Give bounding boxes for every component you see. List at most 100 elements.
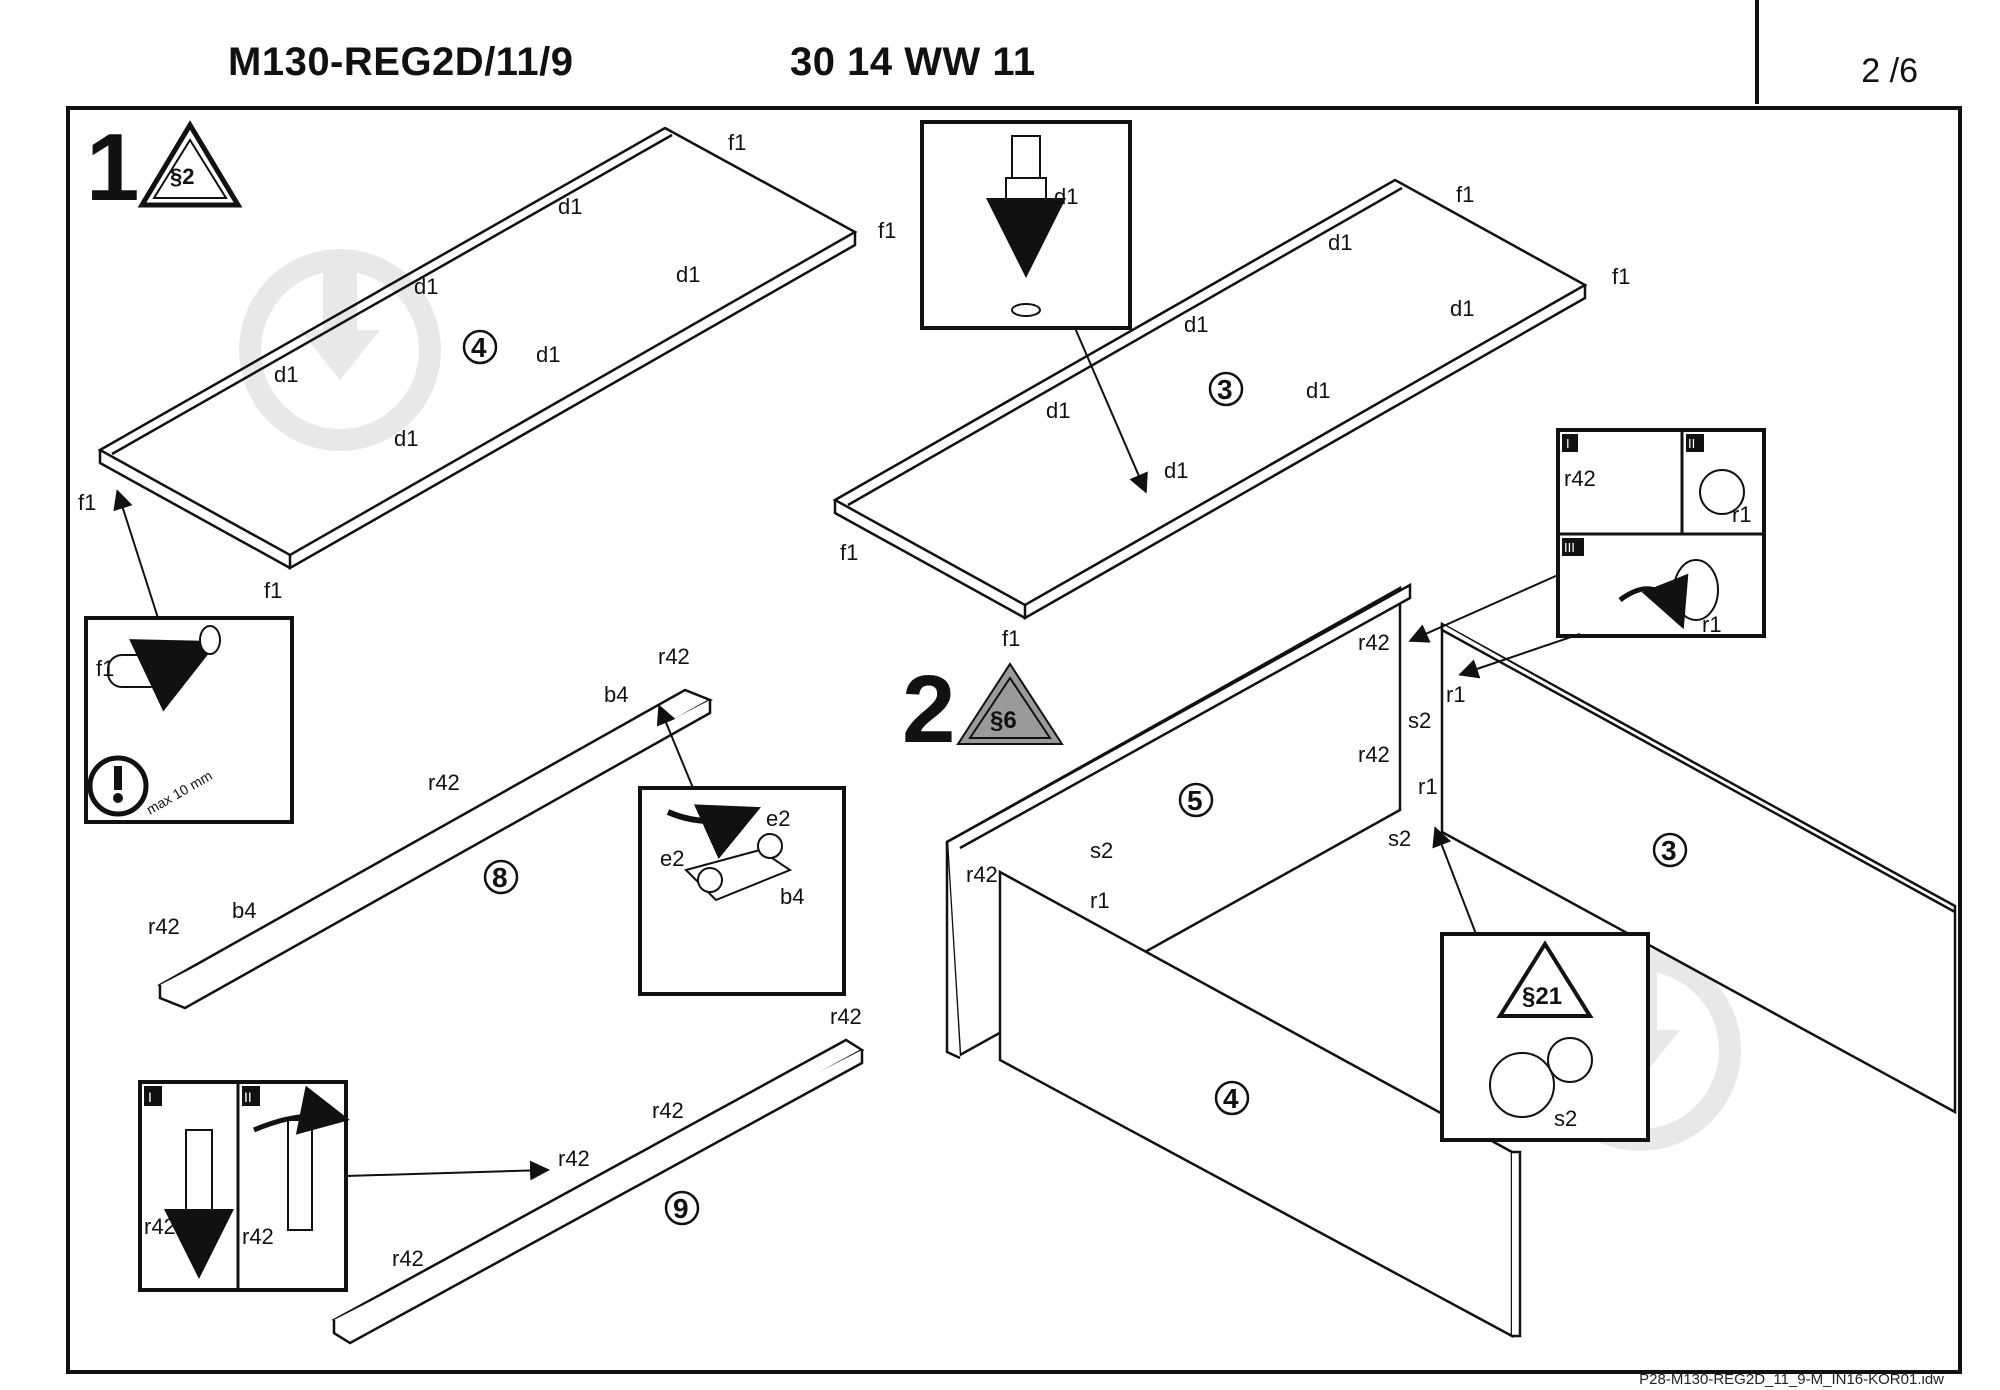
svg-text:b4: b4 xyxy=(604,682,628,707)
svg-text:d1: d1 xyxy=(1328,230,1352,255)
svg-text:s2: s2 xyxy=(1408,708,1431,733)
page-number: 2 /6 xyxy=(1861,52,1918,90)
part-4-marker-top xyxy=(462,329,498,365)
svg-text:d1: d1 xyxy=(676,262,700,287)
svg-text:f1: f1 xyxy=(78,490,96,515)
svg-text:r1: r1 xyxy=(1090,888,1110,913)
svg-text:r42: r42 xyxy=(1358,630,1390,655)
svg-text:e2: e2 xyxy=(660,846,684,871)
part-3-label-bottom: 3 xyxy=(1661,835,1677,866)
svg-text:d1: d1 xyxy=(274,362,298,387)
svg-text:I: I xyxy=(148,1089,152,1105)
part-3-marker-top xyxy=(1208,371,1244,407)
svg-text:f1: f1 xyxy=(728,130,746,155)
svg-text:r42: r42 xyxy=(652,1098,684,1123)
detail-box-cap-s2: §21 s2 xyxy=(1440,932,1650,1142)
svg-text:b4: b4 xyxy=(232,898,256,923)
svg-text:f1: f1 xyxy=(264,578,282,603)
part-4-label-bottom: 4 xyxy=(1223,1083,1239,1114)
svg-text:d1: d1 xyxy=(1450,296,1474,321)
part-5-label: 5 xyxy=(1187,785,1203,816)
svg-text:r42: r42 xyxy=(144,1214,176,1239)
svg-text:§2: §2 xyxy=(170,164,194,189)
step-2-fitting-labels: r42 r1 s2 r42 r1 s2 r42 s2 r1 xyxy=(966,630,1466,913)
step-1-badge: §2 xyxy=(137,120,243,208)
watermark-left xyxy=(239,249,441,451)
svg-text:d1: d1 xyxy=(1306,378,1330,403)
panel-3-top xyxy=(832,178,1588,621)
part-8-label: 8 xyxy=(492,862,508,893)
model-code: M130-REG2D/11/9 xyxy=(228,40,574,84)
leader-b4 xyxy=(656,704,694,789)
svg-text:f1: f1 xyxy=(96,656,114,681)
svg-text:d1: d1 xyxy=(414,274,438,299)
part-3-label-top: 3 xyxy=(1217,374,1233,405)
part-9-label: 9 xyxy=(673,1193,689,1224)
leader-s2 xyxy=(1432,826,1477,935)
svg-text:II: II xyxy=(244,1089,252,1105)
svg-text:s2: s2 xyxy=(1554,1106,1577,1131)
svg-text:r42: r42 xyxy=(1358,742,1390,767)
detail-box-dowel-f1: f1 max 10 mm xyxy=(84,616,294,824)
detail-box-r42: I II r42 r42 xyxy=(138,1080,350,1292)
svg-text:d1: d1 xyxy=(394,426,418,451)
step-1-fitting-labels: f1 f1 f1 f1 d1 d1 d1 d1 d1 d1 f1 f1 f1 f… xyxy=(78,130,1630,651)
svg-text:r42: r42 xyxy=(558,1146,590,1171)
svg-text:§21: §21 xyxy=(1522,983,1562,1010)
svg-text:f1: f1 xyxy=(878,218,896,243)
leader-cam-2 xyxy=(1458,633,1581,679)
svg-text:r42: r42 xyxy=(830,1004,862,1029)
instruction-frame xyxy=(66,106,1962,1374)
leader-cam-1 xyxy=(1408,574,1559,643)
panel-4-top xyxy=(97,126,858,571)
step-2-badge: §6 xyxy=(956,662,1064,745)
svg-text:r1: r1 xyxy=(1702,612,1722,637)
leader-f1 xyxy=(113,489,159,619)
svg-text:r1: r1 xyxy=(1732,502,1752,527)
detail-box-b4-e2: e2 e2 b4 xyxy=(638,786,846,996)
rail-fitting-labels: r42 b4 r42 b4 r42 r42 r42 r42 r42 xyxy=(148,644,862,1271)
article-code: 30 14 WW 11 xyxy=(790,40,1036,84)
step-1-number: 1 xyxy=(86,114,139,221)
part-8-marker xyxy=(483,859,519,895)
svg-text:f1: f1 xyxy=(1456,182,1474,207)
part-3-marker-bottom xyxy=(1652,832,1688,868)
leader-r42 xyxy=(345,1160,550,1181)
part-9-marker xyxy=(664,1190,700,1226)
svg-text:r42: r42 xyxy=(242,1224,274,1249)
part-4-marker-bottom xyxy=(1214,1080,1250,1116)
rail-8 xyxy=(157,688,713,1010)
svg-text:III: III xyxy=(1564,540,1575,555)
svg-text:r42: r42 xyxy=(428,770,460,795)
svg-text:r42: r42 xyxy=(1564,466,1596,491)
svg-text:II: II xyxy=(1688,436,1695,451)
step-2-number: 2 xyxy=(902,656,955,763)
svg-text:f1: f1 xyxy=(1612,264,1630,289)
svg-text:r42: r42 xyxy=(148,914,180,939)
svg-text:d1: d1 xyxy=(1054,184,1078,209)
svg-text:e2: e2 xyxy=(766,806,790,831)
svg-text:r42: r42 xyxy=(658,644,690,669)
svg-text:r42: r42 xyxy=(392,1246,424,1271)
footer-filename: P28-M130-REG2D_11_9-M_IN16-KOR01.idw xyxy=(1639,1371,1944,1388)
leader-d1 xyxy=(1074,327,1148,494)
svg-text:b4: b4 xyxy=(780,884,804,909)
carcass-step-2 xyxy=(945,582,1957,1339)
svg-text:d1: d1 xyxy=(1164,458,1188,483)
part-5-marker xyxy=(1178,782,1214,818)
detail-box-cam-r1: I II III r42 r1 r1 xyxy=(1556,428,1766,638)
svg-text:d1: d1 xyxy=(1184,312,1208,337)
svg-text:d1: d1 xyxy=(1046,398,1070,423)
svg-text:s2: s2 xyxy=(1090,838,1113,863)
svg-text:f1: f1 xyxy=(1002,626,1020,651)
detail-box-dowel-d1: d1 xyxy=(920,120,1132,330)
svg-text:§6: §6 xyxy=(990,707,1017,734)
svg-text:d1: d1 xyxy=(536,342,560,367)
svg-text:r42: r42 xyxy=(966,862,998,887)
header-divider xyxy=(1755,0,1759,104)
svg-text:d1: d1 xyxy=(558,194,582,219)
svg-text:r1: r1 xyxy=(1418,774,1438,799)
part-4-label-top: 4 xyxy=(471,332,487,363)
svg-text:r1: r1 xyxy=(1446,682,1466,707)
